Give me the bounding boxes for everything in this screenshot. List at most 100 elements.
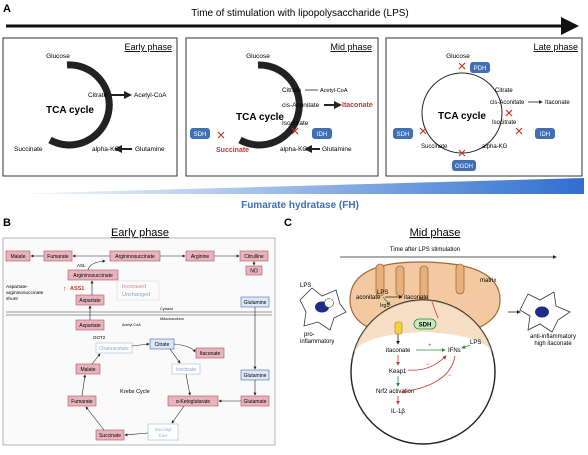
- acetyl-label-mid: Acetyl-CoA: [320, 88, 348, 94]
- inhibit-x-late-pdh: [458, 62, 466, 70]
- panel-b-label: B: [3, 217, 11, 229]
- pro-zoom-circle: [324, 298, 334, 308]
- b-glutamine-mito: Glutamine: [244, 373, 267, 379]
- b-aspartate-top: Aspartate: [79, 298, 101, 304]
- c-lps-right: LPS: [470, 340, 481, 346]
- inhibit-x-mid-1: [217, 131, 225, 139]
- b-argininosuccinate: Argininosuccinate: [115, 254, 155, 260]
- c-itaconate-bot: itaconate: [386, 348, 411, 354]
- c-lps-ifns-arrow: [461, 344, 471, 349]
- panel-c-label: C: [284, 217, 292, 229]
- isocitrate-label-mid: Isocitrate: [282, 120, 309, 127]
- b-akg: α-Ketoglutarate: [176, 399, 211, 405]
- inhibit-x-late-4: [419, 127, 427, 135]
- isocitrate-label-late: Isocitrate: [492, 120, 517, 126]
- ogdh-text-late: OGDH: [455, 164, 473, 170]
- fh-label: Fumarate hydratase (FH): [241, 200, 359, 211]
- itaconate-label-late: Itaconate: [545, 100, 570, 106]
- b-malate: Malate: [80, 367, 95, 373]
- mid-phase-box: Mid phase TCA cycle Glucose Citrate Acet…: [185, 37, 379, 177]
- panel-a-label: A: [3, 3, 11, 15]
- c-aconitate: aconitate: [356, 295, 381, 301]
- c-keap1-ifns: [407, 355, 447, 371]
- b-citrulline: Citrulline: [244, 254, 264, 260]
- c-sdh-badge: [413, 318, 437, 330]
- inhibit-x-late-2: [505, 109, 513, 117]
- panel-b-title: Early phase: [111, 227, 169, 239]
- citrate-label-late: Citrate: [495, 88, 513, 94]
- c-plus-1: +: [428, 343, 432, 349]
- b-no: NO: [250, 269, 258, 275]
- inhibit-x-late-5: [458, 149, 466, 157]
- glucose-label: Glucose: [46, 53, 70, 60]
- sdh-text-late: SDH: [397, 132, 410, 138]
- sdh-text-mid: SDH: [194, 132, 207, 138]
- panel-b-nodes: Malate Fumarate Argininosuccinate Argini…: [5, 250, 272, 441]
- citrate-label-mid: Citrate: [282, 87, 302, 94]
- c-itaconate-top: itaconate: [404, 295, 429, 301]
- citrate-label: Citrate: [88, 92, 108, 99]
- cis-aconitate-label-late: cis-Aconitate: [490, 100, 525, 106]
- c-sdh: SDH: [419, 323, 432, 329]
- glutamine-label-mid: Glutamine: [322, 146, 352, 153]
- early-phase-box: Early phase TCA cycle Glucose Citrate Ac…: [2, 37, 178, 177]
- b-legend-increased: Increased: [122, 284, 146, 290]
- tca-label-mid: TCA cycle: [236, 112, 284, 123]
- b-oxaloacetate: Oxaloacetate: [99, 346, 129, 352]
- b-ass1: ASS1: [70, 286, 84, 292]
- akg-label: alpha-KG: [92, 146, 119, 153]
- c-matrix: matrix: [480, 278, 496, 284]
- c-lps-left: LPS: [300, 283, 311, 289]
- succinate-label-mid: Succinate: [216, 147, 249, 154]
- c-itaconate-sdh-inhibit: [431, 301, 439, 319]
- b-got2: GOT2: [93, 335, 106, 340]
- tca-cycle-ring: [48, 61, 113, 149]
- b-argsucc2: Argininosuccinate: [73, 273, 113, 279]
- c-transporter: [394, 321, 403, 335]
- pdh-badge-late: [470, 62, 490, 73]
- akg-label-late: alpha-KG: [482, 144, 508, 150]
- c-timeline-label: Time after LPS stimulation: [390, 247, 460, 253]
- glucose-label-mid: Glucose: [246, 53, 270, 60]
- succinate-label-late: Succinate: [421, 144, 448, 150]
- itaconate-label-mid: Itaconate: [342, 102, 373, 109]
- b-krebs: Krebs Cycle: [120, 389, 150, 395]
- b-succinate: Succinate: [99, 433, 121, 439]
- tca-label-late: TCA cycle: [438, 111, 486, 122]
- cis-aconitate-label-mid: cis-Aconitate: [282, 102, 320, 109]
- idh-badge-late: [535, 128, 555, 139]
- c-keap1: Keap1: [389, 369, 407, 375]
- fh-gradient-wedge: [4, 178, 584, 194]
- idh-badge-mid: [312, 128, 332, 139]
- b-fumarate-top: Fumarate: [47, 254, 69, 260]
- idh-text-late: IDH: [540, 132, 550, 138]
- idh-text-mid: IDH: [317, 132, 327, 138]
- b-arginine: Arginine: [191, 254, 210, 260]
- b-citrate: Citrate: [155, 342, 170, 348]
- b-glutamine-cyto: Glutamine: [244, 300, 267, 306]
- sdh-badge-late: [393, 128, 413, 139]
- b-shunt: Aspartate- argininosuccinate shunt: [6, 284, 45, 302]
- b-mitochondrion: Mitochondrion: [160, 317, 184, 321]
- zoom-upper-fill: [352, 299, 494, 360]
- inhibit-x-mid-2: [291, 127, 299, 135]
- panel-b-frame: [2, 237, 276, 446]
- b-isocitrate: Isocitrate: [176, 367, 197, 373]
- tca-cycle-ring-mid: [238, 61, 303, 149]
- c-irg1: Irg1: [380, 303, 389, 309]
- b-acetylcoa: Acetyl CoA: [122, 323, 141, 327]
- succinate-label: Succinate: [14, 146, 43, 153]
- panel-c-title: Mid phase: [410, 227, 461, 239]
- c-nrf2: Nrf2 activation: [376, 389, 414, 395]
- early-title: Early phase: [124, 42, 172, 52]
- akg-label-mid: alpha-KG: [280, 146, 307, 153]
- pdh-text-late: PDH: [474, 66, 487, 72]
- glutamine-label: Glutamine: [135, 146, 165, 153]
- b-legend-unchanged: Unchanged: [122, 292, 150, 298]
- c-ifns-feedback: [401, 355, 456, 394]
- b-fumarate: Fumarate: [71, 399, 93, 405]
- sdh-badge-mid: [190, 128, 210, 139]
